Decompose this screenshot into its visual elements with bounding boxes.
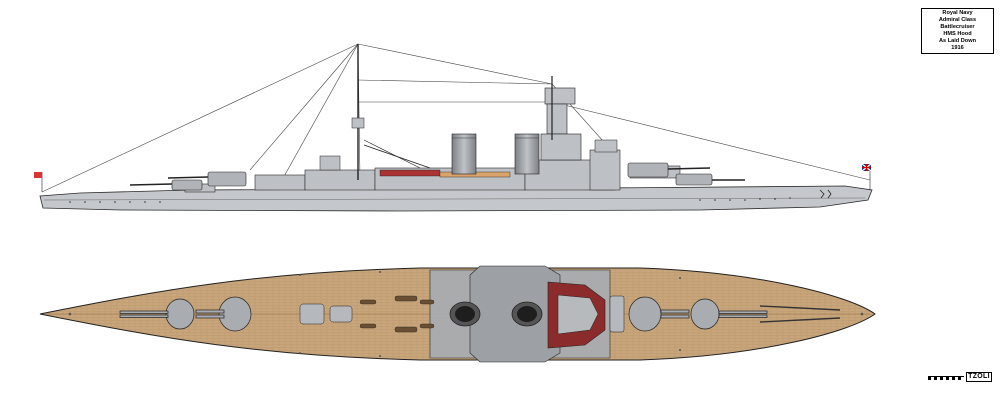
turrets-plan <box>119 296 768 332</box>
bridge-tower <box>540 87 582 161</box>
plan-view <box>39 265 876 363</box>
title-line-year: 1916 <box>951 45 964 51</box>
artist-signature: TZOLI <box>966 372 992 382</box>
title-block: Royal Navy Admiral Class Battlecruiser H… <box>921 8 994 54</box>
aft-funnel <box>514 133 540 175</box>
union-jack-icon <box>861 163 872 190</box>
title-line-navy: Royal Navy <box>942 10 973 16</box>
forward-turrets <box>129 171 247 191</box>
rigging <box>41 43 871 193</box>
title-line-state: As Laid Down <box>939 38 976 44</box>
scale-bar <box>928 376 964 380</box>
title-line-type: Battlecruiser <box>940 24 975 30</box>
ensign-flag-icon <box>34 172 43 192</box>
forward-funnel <box>451 133 477 175</box>
title-line-class: Admiral Class <box>938 17 977 23</box>
boats <box>359 295 435 333</box>
title-line-ship: HMS Hood <box>943 31 972 37</box>
portholes <box>69 197 791 203</box>
side-profile <box>34 43 873 212</box>
aft-turrets <box>627 162 745 186</box>
